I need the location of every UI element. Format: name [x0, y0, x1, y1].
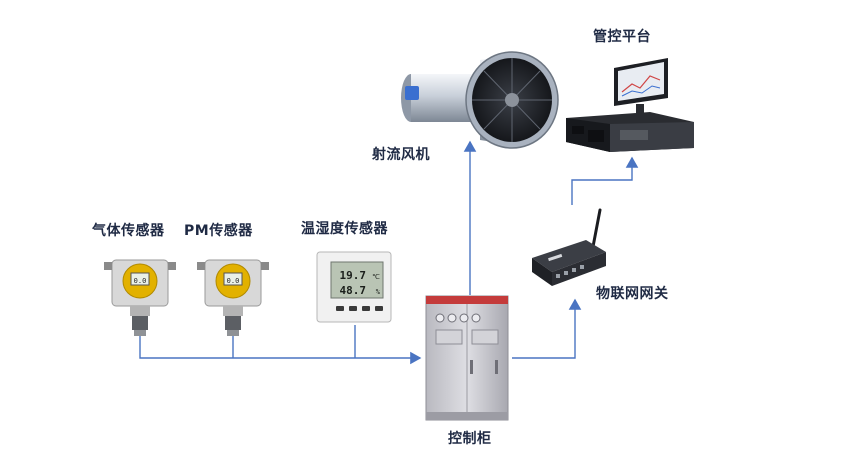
temp-humidity-sensor-image: 19.7 ℃ 48.7 %	[316, 251, 392, 323]
fan-label: 射流风机	[372, 147, 430, 163]
platform-computer-image	[566, 58, 694, 152]
gas-sensor-to-cabinet-line	[139, 330, 422, 365]
gateway-to-platform-line	[571, 156, 639, 205]
control-cabinet-label: 控制柜	[448, 431, 492, 447]
temperature-reading: 19.7	[340, 269, 367, 282]
control-cabinet-image	[425, 295, 509, 421]
temp-humidity-sensor-label: 温湿度传感器	[301, 221, 388, 237]
pm-sensor-reading: 0.0	[227, 277, 240, 285]
jet-fan-image	[401, 51, 559, 149]
humidity-unit: %	[376, 288, 381, 296]
iot-gateway-label: 物联网网关	[596, 286, 669, 302]
cabinet-to-gateway-line	[512, 298, 582, 359]
pm-sensor-label: PM传感器	[184, 223, 253, 239]
connector-lines	[139, 140, 639, 365]
pm-sensor-image: 0.0	[197, 259, 269, 336]
iot-gateway-image	[532, 208, 606, 286]
temperature-unit: ℃	[372, 273, 380, 281]
humidity-reading: 48.7	[340, 284, 367, 297]
gas-sensor-image: 0.0	[104, 259, 176, 336]
gas-sensor-reading: 0.0	[134, 277, 147, 285]
gas-sensor-label: 气体传感器	[92, 223, 165, 239]
platform-label: 管控平台	[593, 29, 651, 45]
